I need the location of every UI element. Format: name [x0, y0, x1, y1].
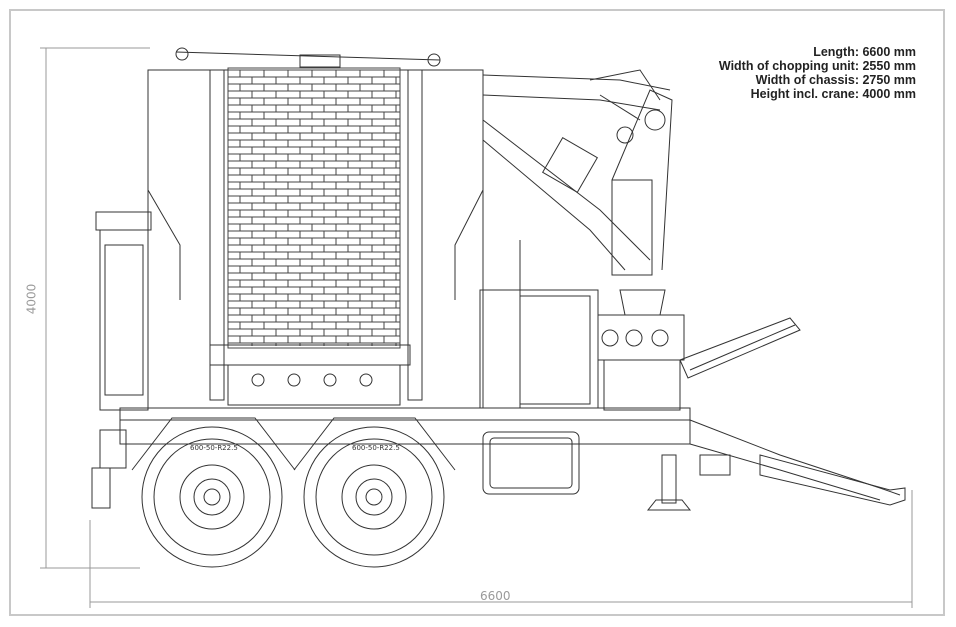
gearbox	[597, 289, 685, 411]
front-tire-label: 600-50-R22.5	[190, 444, 238, 452]
height-dimension-label: 4000	[24, 283, 39, 315]
crane	[482, 69, 673, 276]
front-wheel	[131, 417, 296, 568]
rear-wheel	[293, 417, 456, 568]
discharge-chute	[679, 317, 801, 379]
chassis	[119, 407, 901, 501]
length-dimension-label: 6600	[480, 589, 511, 603]
height-dimension-line	[40, 47, 150, 569]
top-rail	[175, 47, 441, 68]
drive-unit	[209, 344, 411, 406]
spec-list: Length: 6600 mm Width of chopping unit: …	[719, 45, 916, 101]
spec-length: Length: 6600 mm	[813, 45, 916, 59]
drawing-frame	[9, 9, 945, 616]
infeed-grid	[227, 67, 401, 349]
side-cabinet	[479, 240, 599, 409]
rear-tire-label: 600-50-R22.5	[352, 444, 400, 452]
hopper-body	[147, 69, 484, 409]
rear-cabinet	[95, 211, 152, 411]
support-leg	[646, 454, 692, 511]
drawbar	[699, 454, 906, 506]
spec-height: Height incl. crane: 4000 mm	[750, 87, 916, 101]
spec-width-chopping-unit: Width of chopping unit: 2550 mm	[718, 59, 916, 73]
spec-width-chassis: Width of chassis: 2750 mm	[755, 73, 916, 87]
length-dimension-line	[89, 490, 913, 608]
rear-bumper	[91, 429, 127, 509]
